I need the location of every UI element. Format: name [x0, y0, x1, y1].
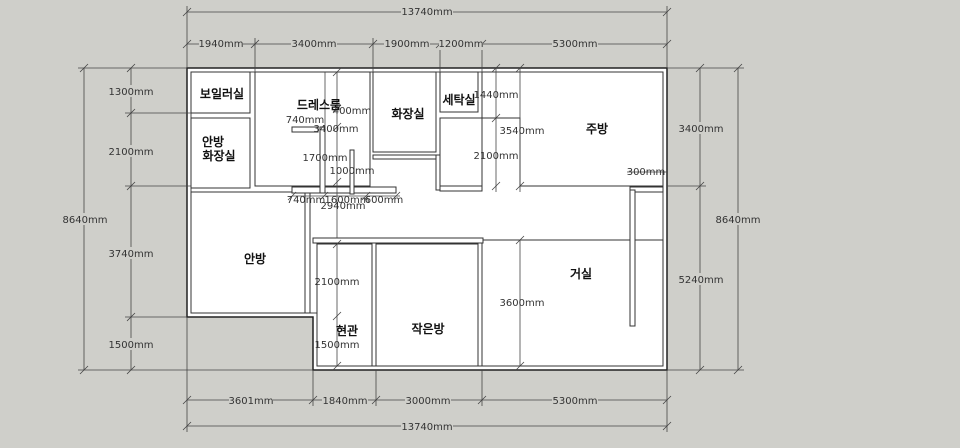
dim-top-total: 13740mm — [401, 7, 452, 18]
dim-in-b740: 740mm — [287, 195, 326, 206]
boiler-room-outline — [190, 71, 251, 114]
room-label-master-bedroom: 안방 — [244, 251, 266, 266]
dim-in-1440: 1440mm — [474, 90, 519, 101]
dim-in-300: 300mm — [627, 167, 666, 178]
dim-left-2100: 2100mm — [109, 147, 154, 158]
dim-bottom-3000: 3000mm — [406, 396, 451, 407]
dim-in-3540: 3540mm — [500, 126, 545, 137]
dim-bottom-total: 13740mm — [401, 422, 452, 433]
dim-top-1900: 1900mm — [385, 39, 430, 50]
partition-living-column — [629, 189, 636, 327]
powder-room-outline — [372, 71, 437, 153]
partition-hall-bottom — [312, 237, 484, 244]
partition-powder-bottom — [372, 154, 437, 160]
partition-hall — [435, 154, 441, 191]
dim-in-2100: 2100mm — [474, 151, 519, 162]
room-label-dressroom: 드레스룸 — [297, 97, 341, 112]
dim-in-e1500: 1500mm — [315, 340, 360, 351]
partition-entrance-small — [371, 242, 377, 367]
dimension-labels: 13740mm 1940mm 3400mm 1900mm 1200mm 5300… — [63, 6, 761, 433]
dim-bottom-1840: 1840mm — [323, 396, 368, 407]
room-label-small-room: 작은방 — [411, 321, 444, 336]
dim-top-3400: 3400mm — [292, 39, 337, 50]
room-label-laundry: 세탁실 — [442, 92, 475, 107]
dim-in-400: 400mm — [333, 106, 372, 117]
dim-top-1200: 1200mm — [439, 39, 484, 50]
dim-in-3400: 3400mm — [314, 124, 359, 135]
room-label-boiler: 보일러실 — [200, 86, 244, 101]
room-label-living: 거실 — [570, 266, 592, 281]
dim-top-5300: 5300mm — [553, 39, 598, 50]
dim-right-5240: 5240mm — [679, 275, 724, 286]
dim-left-total: 8640mm — [63, 215, 108, 226]
dim-in-1600: 1600mm — [325, 195, 370, 206]
partition-walls — [291, 126, 664, 367]
dim-in-740: 740mm — [286, 115, 325, 126]
dim-right-total: 8640mm — [716, 215, 761, 226]
room-label-master-bath-2: 화장실 — [202, 148, 235, 163]
dim-bottom-5300: 5300mm — [553, 396, 598, 407]
partition-master-right — [304, 192, 311, 314]
room-outlines — [190, 71, 664, 367]
partition-pantry-bottom — [439, 185, 483, 192]
dim-in-2940: 2940mm — [321, 201, 366, 212]
dim-left-1300: 1300mm — [109, 87, 154, 98]
room-label-master-bath-1: 안방 — [202, 134, 224, 149]
master-bathroom-outline — [190, 117, 251, 189]
entrance-outline — [316, 243, 373, 367]
partition-dress-upper — [291, 126, 319, 133]
room-labels: 보일러실 드레스룸 화장실 세탁실 주방 안방 화장실 안방 거실 현관 작은방 — [200, 86, 608, 338]
partition-small-living — [477, 242, 483, 367]
partition-dress-lower — [291, 186, 397, 194]
room-label-entrance: 현관 — [336, 323, 358, 338]
small-room-outline — [375, 243, 479, 367]
dim-right-3400: 3400mm — [679, 124, 724, 135]
laundry-room-outline — [439, 71, 479, 113]
dim-in-1000: 1000mm — [330, 166, 375, 177]
dim-bottom-3601: 3601mm — [229, 396, 274, 407]
room-label-powder: 화장실 — [391, 106, 424, 121]
dim-in-1700: 1700mm — [303, 153, 348, 164]
dim-in-e2100: 2100mm — [315, 277, 360, 288]
dressroom-outline — [254, 71, 371, 187]
dim-in-600: 600mm — [365, 195, 404, 206]
dim-top-1940: 1940mm — [199, 39, 244, 50]
dim-left-3740: 3740mm — [109, 249, 154, 260]
room-label-kitchen: 주방 — [586, 121, 608, 136]
partition-dress-vertical-2 — [349, 149, 355, 195]
dim-in-3600: 3600mm — [500, 298, 545, 309]
dim-left-1500: 1500mm — [109, 340, 154, 351]
